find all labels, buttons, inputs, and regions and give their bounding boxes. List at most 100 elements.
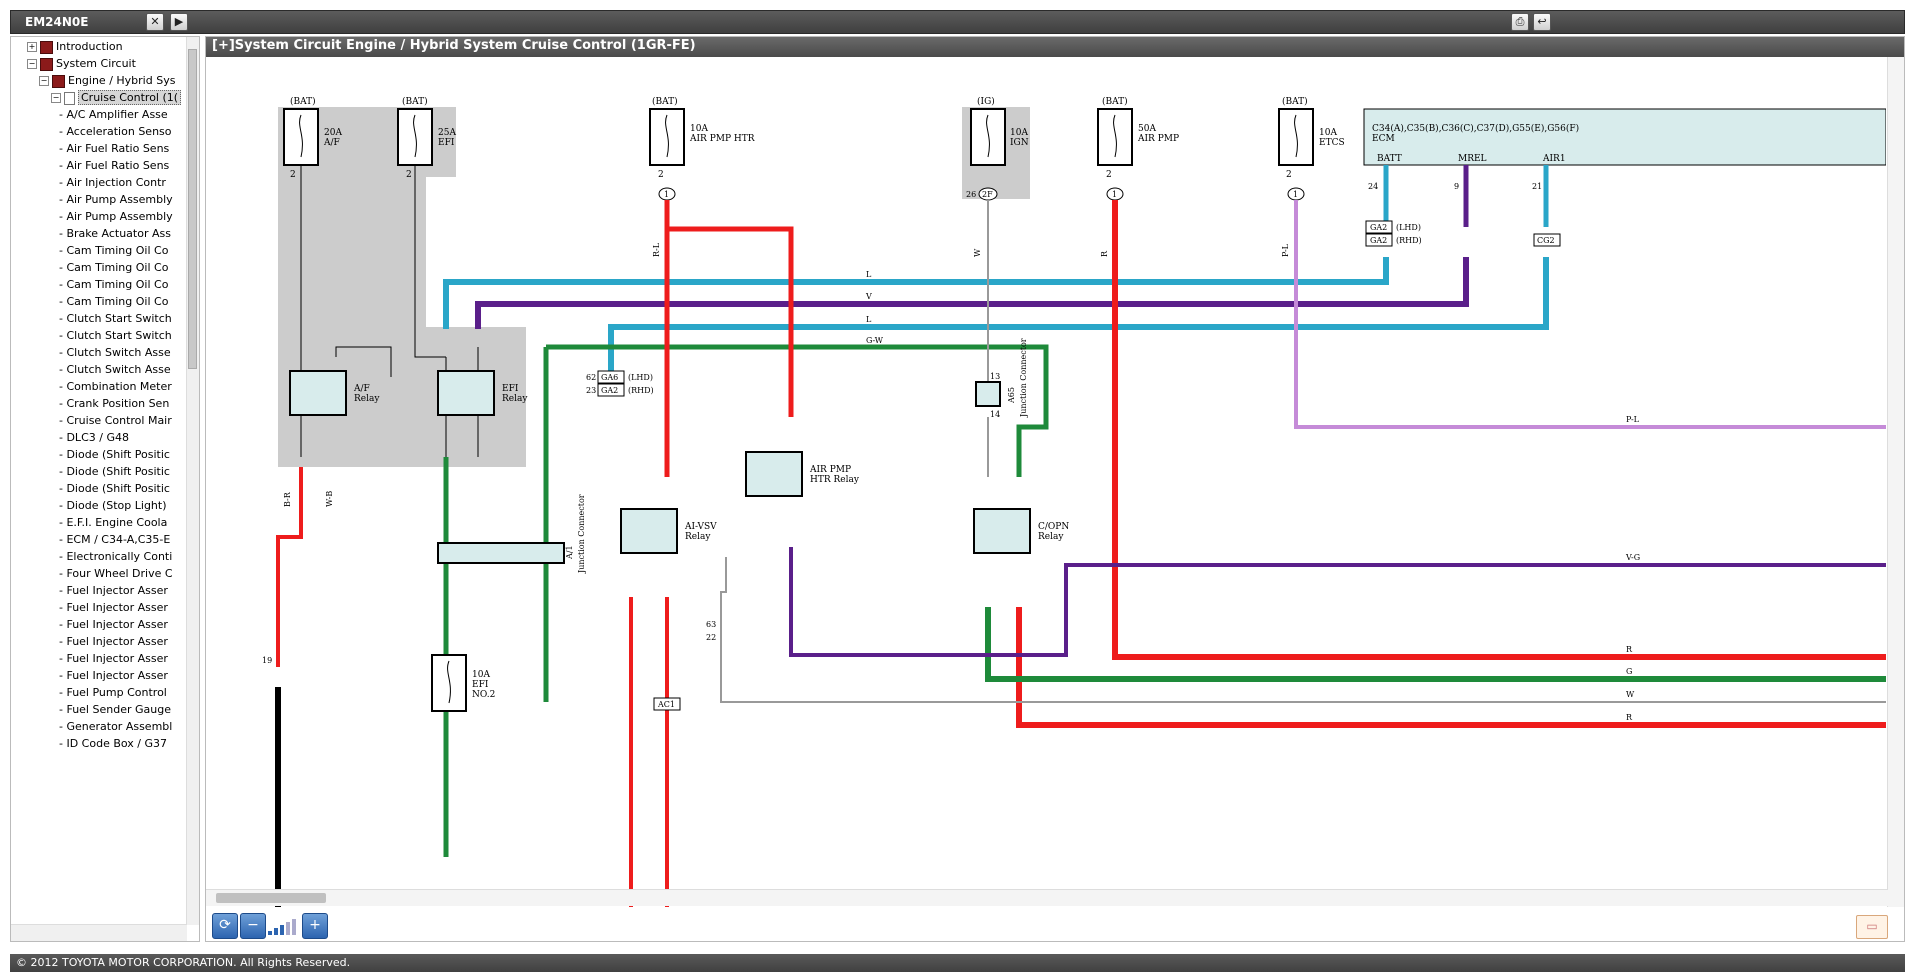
sidebar-item[interactable]: - A/C Amplifier Asse xyxy=(59,105,168,125)
fuse-ign[interactable]: (IG) 10A IGN 26 2F xyxy=(966,96,1029,201)
expand-icon[interactable]: + xyxy=(27,42,37,52)
fuse-air-pmp[interactable]: (BAT) 50A AIR PMP 2 1 xyxy=(1097,96,1179,201)
sidebar-item[interactable]: - Generator Assembl xyxy=(59,717,172,737)
pin-22: 22 xyxy=(706,633,716,642)
sidebar-item[interactable]: - Clutch Switch Asse xyxy=(59,343,171,363)
sidebar-item-label: - ECM / C34-A,C35-E xyxy=(59,533,171,546)
sidebar-item[interactable]: −System Circuit xyxy=(27,54,136,74)
sidebar-item[interactable]: - Clutch Switch Asse xyxy=(59,360,171,380)
sidebar-item[interactable]: - Diode (Shift Positic xyxy=(59,479,170,499)
sidebar-item[interactable]: - Four Wheel Drive C xyxy=(59,564,173,584)
sidebar-item[interactable]: - Diode (Shift Positic xyxy=(59,445,170,465)
sidebar-item[interactable]: −Engine / Hybrid Sys xyxy=(39,71,175,91)
close-button[interactable]: ✕ xyxy=(146,13,164,31)
sidebar-item[interactable]: - Air Pump Assembly xyxy=(59,190,173,210)
reset-view-button[interactable]: ⟳ xyxy=(212,913,238,939)
zoom-in-button[interactable]: + xyxy=(302,913,328,939)
sidebar-item[interactable]: - Cruise Control Mair xyxy=(59,411,172,431)
sidebar-item-label: - A/C Amplifier Asse xyxy=(59,108,168,121)
svg-text:Relay: Relay xyxy=(502,394,528,404)
sidebar-item[interactable]: - Fuel Injector Asser xyxy=(59,632,168,652)
sidebar-item[interactable]: - Clutch Start Switch xyxy=(59,326,172,346)
sidebar-horizontal-scrollbar[interactable] xyxy=(11,924,187,941)
page-icon xyxy=(64,91,75,105)
sidebar-item[interactable]: - Acceleration Senso xyxy=(59,122,172,142)
sidebar-scroll-thumb[interactable] xyxy=(188,49,197,369)
sidebar-item[interactable]: - Clutch Start Switch xyxy=(59,309,172,329)
svg-text:EFI: EFI xyxy=(472,680,489,690)
wire-r xyxy=(1112,200,1886,660)
sidebar-item[interactable]: - Cam Timing Oil Co xyxy=(59,275,168,295)
copyright-text: © 2012 TOYOTA MOTOR CORPORATION. All Rig… xyxy=(16,956,351,969)
footer: © 2012 TOYOTA MOTOR CORPORATION. All Rig… xyxy=(10,954,1905,972)
sidebar-vertical-scrollbar[interactable] xyxy=(186,37,199,925)
collapse-icon[interactable]: − xyxy=(51,93,61,103)
sidebar-item[interactable]: - Air Injection Contr xyxy=(59,173,166,193)
relay-af[interactable]: A/F Relay xyxy=(289,370,380,416)
sidebar-item[interactable]: - E.F.I. Engine Coola xyxy=(59,513,167,533)
wiring-diagram[interactable]: C34(A),C35(B),C36(C),C37(D),G55(E),G56(F… xyxy=(206,57,1886,907)
svg-text:2: 2 xyxy=(406,170,412,180)
sidebar-item[interactable]: - Crank Position Sen xyxy=(59,394,169,414)
junction-a65[interactable]: A65 Junction Connector xyxy=(975,338,1028,418)
sidebar-item[interactable]: - Fuel Injector Asser xyxy=(59,666,168,686)
fuse-af[interactable]: (BAT) 20A A/F 2 xyxy=(283,96,342,180)
wire-w xyxy=(720,200,1886,703)
sidebar-item[interactable]: - Fuel Injector Asser xyxy=(59,581,168,601)
relay-ai-vsv[interactable]: AI-VSV Relay xyxy=(620,508,717,554)
sidebar-item[interactable]: - Electronically Conti xyxy=(59,547,172,567)
main-horizontal-scrollbar[interactable] xyxy=(206,889,1888,906)
ecm-name: ECM xyxy=(1372,134,1395,144)
fuse-air-pmp-htr[interactable]: (BAT) 10A AIR PMP HTR 2 1 xyxy=(649,96,755,201)
sidebar-item[interactable]: - Air Fuel Ratio Sens xyxy=(59,139,169,159)
sidebar-item[interactable]: - Air Pump Assembly xyxy=(59,207,173,227)
sidebar-item[interactable]: - Diode (Stop Light) xyxy=(59,496,167,516)
sidebar-item[interactable]: −Cruise Control (1( xyxy=(51,88,182,108)
label-wire-l2: L xyxy=(866,315,872,324)
sidebar-item[interactable]: - Fuel Injector Asser xyxy=(59,615,168,635)
sidebar-item[interactable]: - DLC3 / G48 xyxy=(59,428,129,448)
wire-g-w xyxy=(443,344,1049,857)
sidebar-item[interactable]: - Cam Timing Oil Co xyxy=(59,292,168,312)
sidebar-item[interactable]: - Fuel Pump Control xyxy=(59,683,167,703)
relay-efi[interactable]: EFI Relay xyxy=(437,370,528,416)
sidebar-item[interactable]: - Brake Actuator Ass xyxy=(59,224,171,244)
sidebar-item[interactable]: - Cam Timing Oil Co xyxy=(59,258,168,278)
sidebar-item[interactable]: - ECM / C34-A,C35-E xyxy=(59,530,170,550)
connector-cg2: CG2 xyxy=(1533,233,1561,247)
svg-text:2F: 2F xyxy=(982,190,993,199)
pin-14: 14 xyxy=(990,410,1000,419)
relay-c-opn[interactable]: C/OPN Relay xyxy=(973,508,1069,554)
zoom-level-bars[interactable] xyxy=(268,917,298,935)
sidebar-item[interactable]: - Cam Timing Oil Co xyxy=(59,241,168,261)
sidebar-item-label: - Combination Meter xyxy=(59,380,172,393)
sidebar-item[interactable]: - ID Code Box / G37 xyxy=(59,734,167,754)
comment-button[interactable]: ▭ xyxy=(1856,915,1888,939)
sidebar-item[interactable]: +Introduction xyxy=(27,37,123,57)
sidebar-item[interactable]: - Fuel Sender Gauge xyxy=(59,700,171,720)
connector-ga2-lhd: GA2 (LHD) xyxy=(1365,220,1421,234)
collapse-icon[interactable]: − xyxy=(27,59,37,69)
sidebar-item[interactable]: - Fuel Injector Asser xyxy=(59,598,168,618)
main-scroll-thumb[interactable] xyxy=(216,893,326,903)
fuse-etcs[interactable]: (BAT) 10A ETCS 2 1 xyxy=(1278,96,1345,201)
sidebar-item[interactable]: - Combination Meter xyxy=(59,377,172,397)
pin-19: 19 xyxy=(262,656,272,665)
fuse-efi-no2[interactable]: 10A EFI NO.2 xyxy=(431,654,495,712)
sidebar-item[interactable]: - Fuel Injector Asser xyxy=(59,649,168,669)
main-vertical-scrollbar[interactable] xyxy=(1887,57,1904,907)
svg-text:HTR Relay: HTR Relay xyxy=(810,475,860,485)
junction-a1[interactable]: A/1 Junction Connector xyxy=(437,494,586,574)
svg-text:20A: 20A xyxy=(324,128,342,138)
back-button[interactable]: ↩ xyxy=(1533,13,1551,31)
sidebar-item[interactable]: - Diode (Shift Positic xyxy=(59,462,170,482)
relay-air-pmp-htr[interactable]: AIR PMP HTR Relay xyxy=(745,451,860,497)
svg-text:NO.2: NO.2 xyxy=(472,690,495,700)
play-button[interactable]: ▶ xyxy=(170,13,188,31)
sidebar-item[interactable]: - Air Fuel Ratio Sens xyxy=(59,156,169,176)
collapse-icon[interactable]: − xyxy=(39,76,49,86)
sidebar-item-label: - Fuel Sender Gauge xyxy=(59,703,171,716)
zoom-out-button[interactable]: − xyxy=(240,913,266,939)
print-button[interactable]: ⎙ xyxy=(1511,13,1529,31)
sidebar-item-label: - Diode (Stop Light) xyxy=(59,499,167,512)
